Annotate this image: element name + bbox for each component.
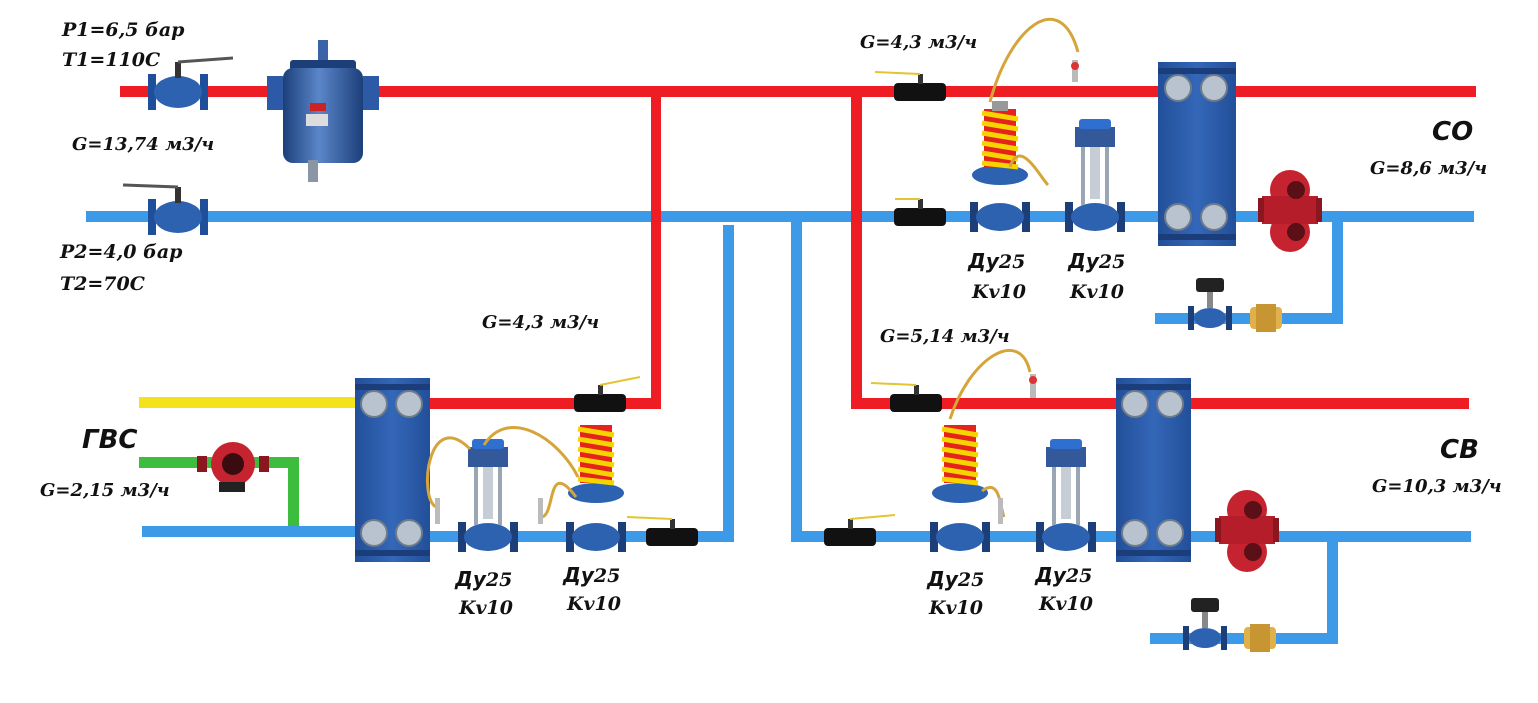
- svg-text:Ду25: Ду25: [562, 563, 620, 587]
- pressure-tap-co: [1071, 60, 1079, 82]
- du-size: 25: [485, 569, 512, 591]
- circulation-pump-co[interactable]: [1258, 170, 1322, 252]
- gvs-supply-riser: [651, 92, 661, 408]
- du-size: 25: [1098, 251, 1125, 273]
- inlet-ball-valve-supply[interactable]: [148, 56, 234, 110]
- makeup-check-valve-sv[interactable]: [1244, 624, 1276, 652]
- co-makeup-riser: [1332, 216, 1343, 323]
- inlet-ball-valve-return[interactable]: [122, 183, 208, 235]
- welded-ball-valve-co-return[interactable]: [894, 198, 946, 226]
- t1-label: T1=110C: [62, 49, 160, 71]
- makeup-valve-sv[interactable]: [1183, 598, 1227, 650]
- circulation-pump-sv[interactable]: [1215, 490, 1279, 572]
- kv-label: Kv10: [458, 597, 513, 619]
- du-size: 25: [1065, 565, 1092, 587]
- valve-label-gvs-regulator: Ду25 Kv10: [562, 563, 621, 615]
- du-label: Ду: [454, 567, 487, 591]
- gvs-primary-flow: G=4,3 м3/ч: [482, 312, 599, 333]
- p2-label: P2=4,0 бар: [59, 241, 183, 263]
- pressure-tap-sv: [1029, 374, 1037, 398]
- makeup-valve-co[interactable]: [1188, 278, 1232, 330]
- valve-label-gvs-control: Ду25 Kv10: [454, 567, 513, 619]
- svg-text:Ду25: Ду25: [1067, 249, 1125, 273]
- welded-ball-valve-gvs-return[interactable]: [626, 516, 698, 546]
- heat-exchanger-co[interactable]: [1158, 62, 1236, 246]
- gvs-circulation-return: [142, 526, 382, 537]
- co-primary-flow: G=4,3 м3/ч: [860, 32, 977, 53]
- t2-label: T2=70C: [60, 273, 145, 295]
- welded-ball-valve-co[interactable]: [874, 71, 946, 101]
- du-size: 25: [593, 565, 620, 587]
- kv-label: Kv10: [971, 281, 1026, 303]
- differential-pressure-regulator-co[interactable]: [970, 17, 1080, 232]
- pipes: [86, 86, 1476, 644]
- heat-exchanger-gvs[interactable]: [355, 378, 430, 562]
- circulation-pump-gvs[interactable]: [197, 442, 269, 492]
- heat-exchanger-sv[interactable]: [1116, 378, 1191, 562]
- valve-label-sv-control: Ду25 Kv10: [1034, 563, 1093, 615]
- gvs-supply-pipe: [398, 398, 661, 409]
- svg-text:Ду25: Ду25: [967, 249, 1025, 273]
- du-label: Ду: [926, 567, 959, 591]
- main-return-pipe: [86, 211, 1474, 222]
- pressure-tap-gvs: [435, 498, 1003, 524]
- p1-label: P1=6,5 бар: [61, 19, 185, 41]
- welded-ball-valve-gvs[interactable]: [574, 376, 641, 412]
- du-label: Ду: [1067, 249, 1100, 273]
- du-label: Ду: [967, 249, 1000, 273]
- co-sv-supply-riser: [851, 92, 862, 409]
- gvs-labels: ГВС G=2,15 м3/ч G=4,3 м3/ч: [40, 312, 599, 501]
- gvs-flow: G=2,15 м3/ч: [40, 480, 170, 501]
- kv-label: Kv10: [1038, 593, 1093, 615]
- kv-label: Kv10: [928, 597, 983, 619]
- differential-pressure-regulator-gvs[interactable]: [540, 425, 626, 552]
- sv-labels: СВ G=10,3 м3/ч G=5,14 м3/ч: [880, 326, 1502, 497]
- welded-ball-valve-sv[interactable]: [870, 382, 942, 412]
- differential-pressure-regulator-sv[interactable]: [930, 349, 1032, 552]
- sv-title: СВ: [1440, 435, 1479, 465]
- valve-label-sv-regulator: Ду25 Kv10: [926, 567, 984, 619]
- control-valve-sv[interactable]: [1036, 439, 1096, 552]
- kv-label: Kv10: [566, 593, 621, 615]
- sv-makeup-riser: [1327, 536, 1338, 644]
- svg-text:Ду25: Ду25: [926, 567, 984, 591]
- gvs-hot-water-pipe: [139, 397, 365, 408]
- mesh-filter[interactable]: [267, 40, 379, 182]
- du-label: Ду: [1034, 563, 1067, 587]
- co-makeup-pipe: [1155, 313, 1343, 324]
- makeup-check-valve-co[interactable]: [1250, 304, 1282, 332]
- control-valve-co[interactable]: [1065, 119, 1125, 232]
- welded-ball-valve-sv-return[interactable]: [824, 514, 896, 546]
- co-title: СО: [1432, 117, 1473, 147]
- svg-text:Ду25: Ду25: [1034, 563, 1092, 587]
- gvs-cold-water-riser: [288, 457, 299, 526]
- kv-label: Kv10: [1069, 281, 1124, 303]
- inlet-flow-label: G=13,74 м3/ч: [72, 134, 214, 155]
- gvs-title: ГВС: [82, 425, 137, 455]
- main-supply-pipe: [120, 86, 1476, 97]
- sv-primary-flow: G=5,14 м3/ч: [880, 326, 1010, 347]
- co-labels: СО G=8,6 м3/ч G=4,3 м3/ч: [860, 32, 1487, 179]
- sv-flow: G=10,3 м3/ч: [1372, 476, 1502, 497]
- svg-text:Ду25: Ду25: [454, 567, 512, 591]
- sv-return-riser: [791, 222, 802, 542]
- du-size: 25: [957, 569, 984, 591]
- du-size: 25: [998, 251, 1025, 273]
- inlet-labels: P1=6,5 бар T1=110C G=13,74 м3/ч P2=4,0 б…: [59, 19, 214, 295]
- valve-label-co-control: Ду25 Kv10: [1067, 249, 1125, 303]
- gvs-return-riser: [723, 225, 734, 542]
- control-valve-gvs[interactable]: [426, 426, 580, 552]
- valve-label-co-regulator: Ду25 Kv10: [967, 249, 1026, 303]
- co-flow: G=8,6 м3/ч: [1370, 158, 1487, 179]
- du-label: Ду: [562, 563, 595, 587]
- valve-rating-labels: Ду25 Kv10 Ду25 Kv10 Ду25 Kv10 Ду25 Kv10 …: [454, 249, 1125, 619]
